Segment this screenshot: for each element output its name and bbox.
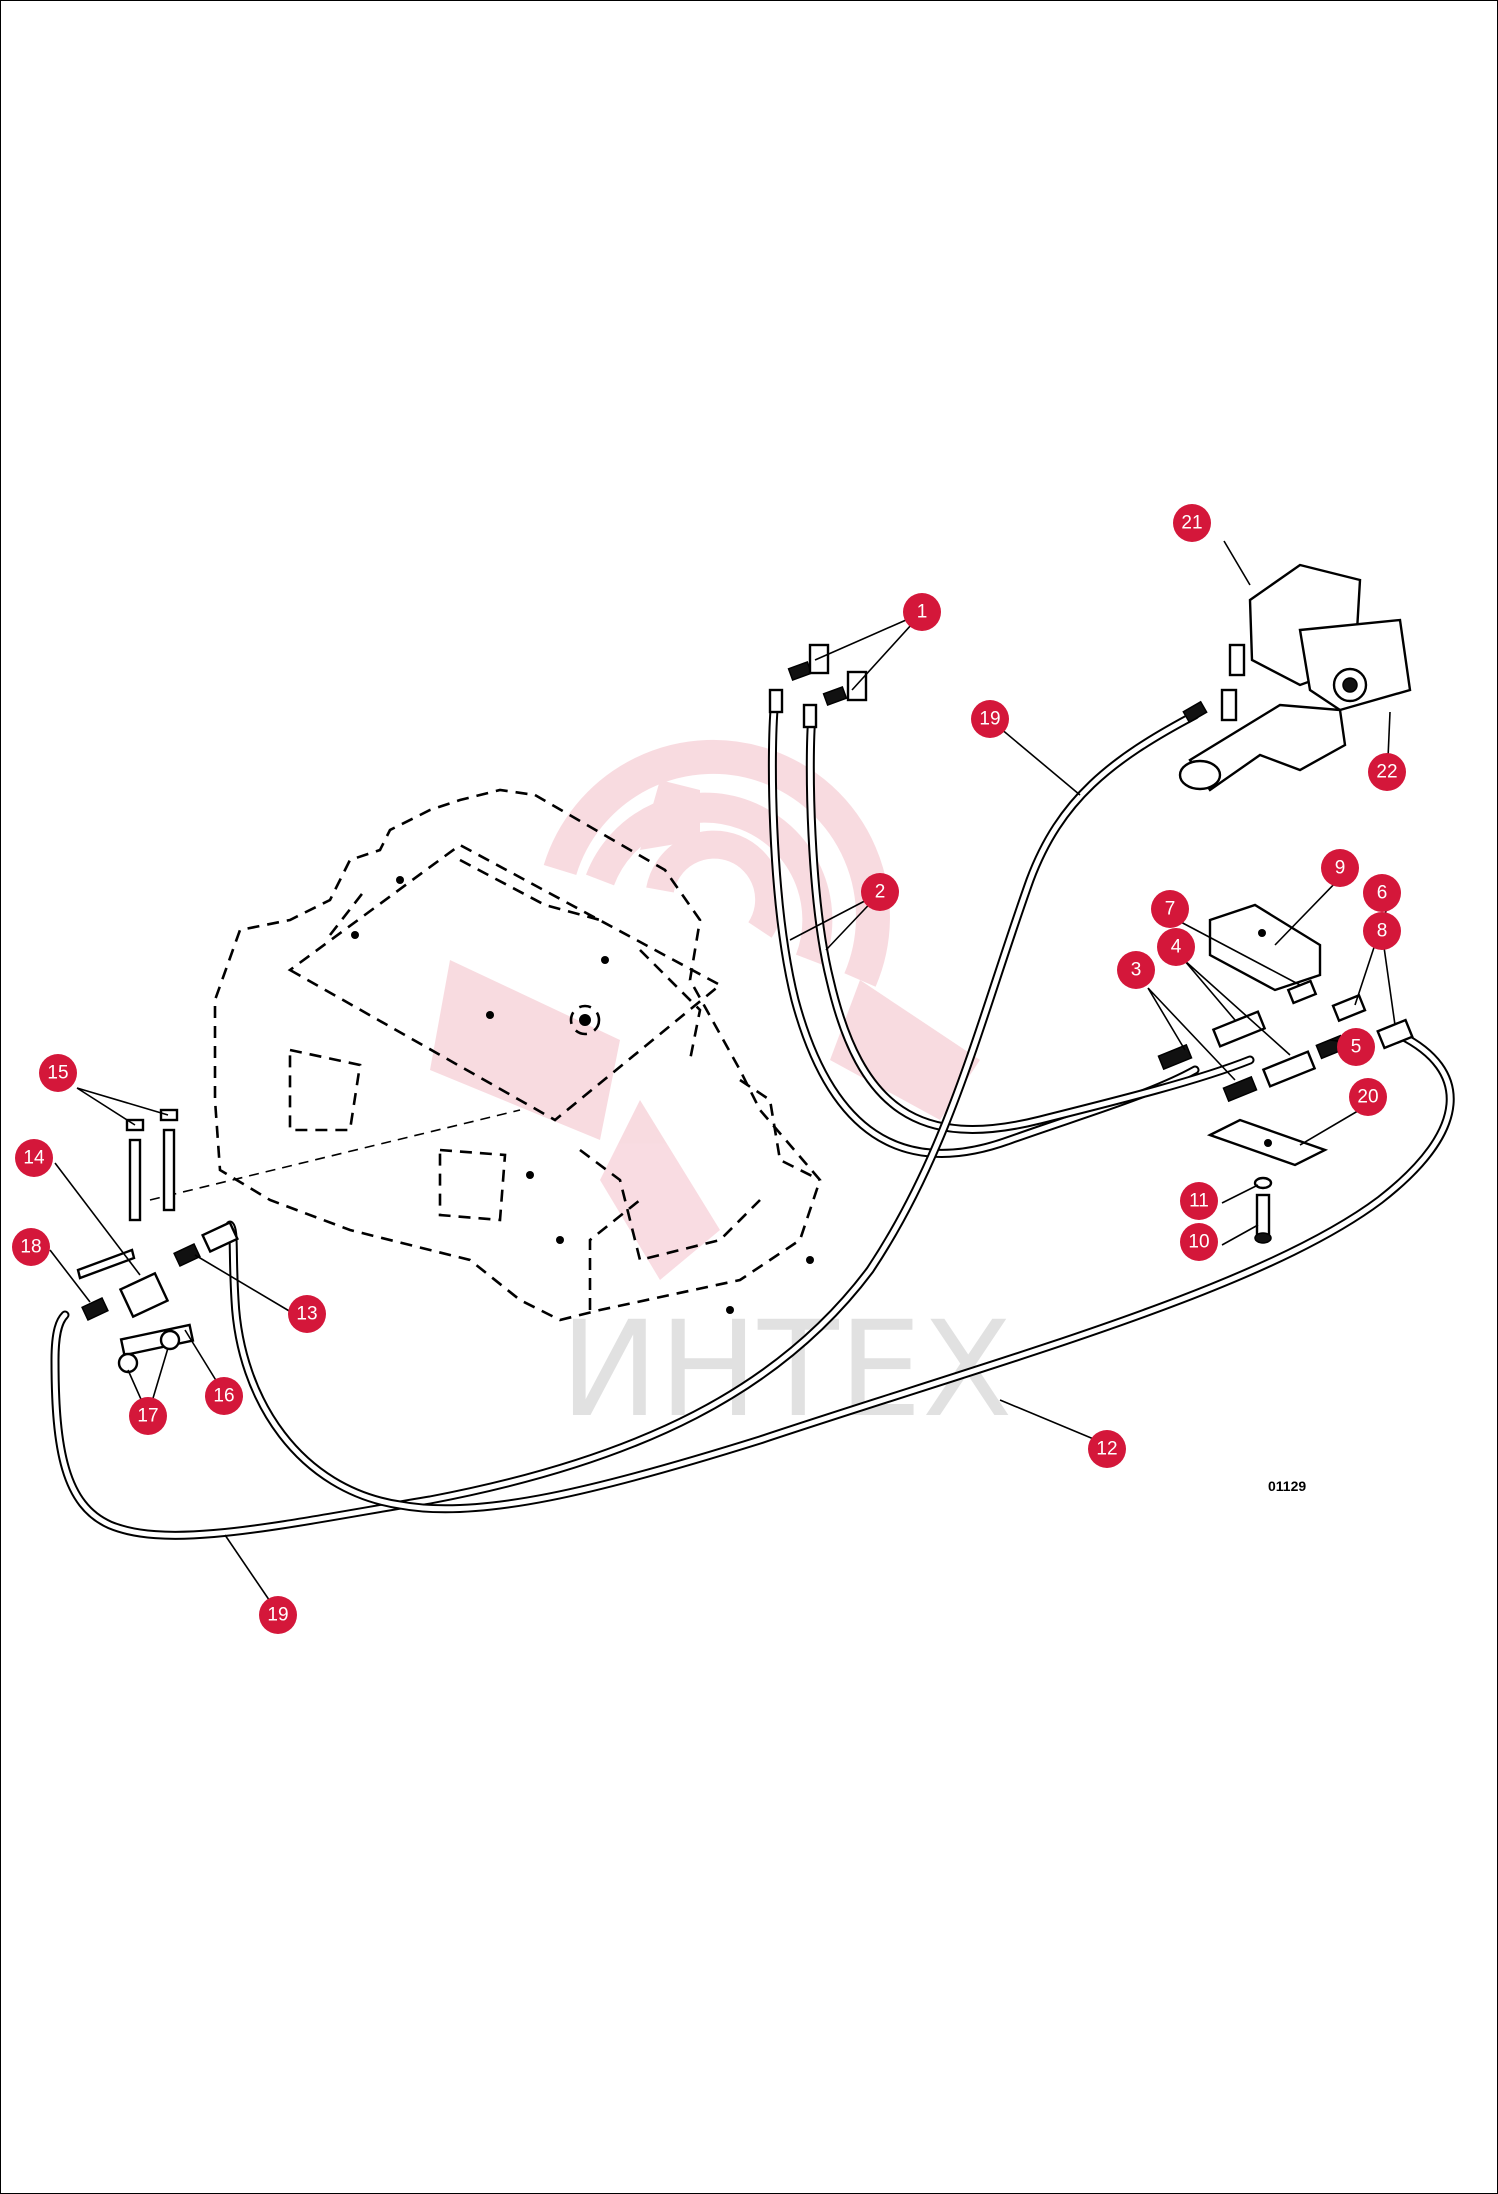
bolt-washer xyxy=(1253,1176,1273,1244)
callout-16: 16 xyxy=(205,1377,243,1415)
callout-13: 13 xyxy=(288,1295,326,1333)
callout-7: 7 xyxy=(1151,890,1189,928)
hose-group xyxy=(50,695,1455,1540)
svg-text:20: 20 xyxy=(1357,1087,1378,1108)
svg-text:18: 18 xyxy=(20,1237,41,1258)
svg-text:15: 15 xyxy=(47,1063,68,1084)
callout-18: 18 xyxy=(12,1228,50,1266)
svg-text:1: 1 xyxy=(917,602,928,623)
callout-4: 4 xyxy=(1157,928,1195,966)
svg-text:19: 19 xyxy=(979,709,1000,730)
pump-assembly xyxy=(1178,563,1412,792)
callout-8: 8 xyxy=(1363,912,1401,950)
valve-assembly xyxy=(76,1108,239,1374)
svg-text:5: 5 xyxy=(1351,1037,1362,1058)
callout-5: 5 xyxy=(1337,1028,1375,1066)
svg-text:9: 9 xyxy=(1335,858,1346,879)
callout-3: 3 xyxy=(1117,951,1155,989)
svg-text:2: 2 xyxy=(875,882,886,903)
svg-text:13: 13 xyxy=(296,1304,317,1325)
top-fittings xyxy=(768,643,868,729)
drawing-code: 01129 xyxy=(1268,1478,1306,1494)
callout-12: 12 xyxy=(1088,1430,1126,1468)
callout-14: 14 xyxy=(15,1139,53,1177)
callout-1: 1 xyxy=(903,593,941,631)
svg-text:11: 11 xyxy=(1189,1191,1209,1212)
svg-text:21: 21 xyxy=(1181,513,1202,534)
svg-text:16: 16 xyxy=(213,1386,234,1407)
callout-2: 2 xyxy=(861,873,899,911)
callout-21: 21 xyxy=(1173,504,1211,542)
svg-text:8: 8 xyxy=(1377,921,1388,942)
callout-10: 10 xyxy=(1180,1223,1218,1261)
svg-text:14: 14 xyxy=(23,1148,45,1169)
svg-text:12: 12 xyxy=(1096,1439,1117,1460)
svg-text:10: 10 xyxy=(1188,1232,1209,1253)
svg-text:17: 17 xyxy=(137,1406,158,1427)
block-part xyxy=(1208,903,1322,992)
callout-11: 11 xyxy=(1180,1182,1218,1220)
svg-text:19: 19 xyxy=(267,1605,288,1626)
watermark-logo xyxy=(430,739,980,1280)
svg-text:6: 6 xyxy=(1377,883,1388,904)
housing-outline xyxy=(213,788,822,1322)
callout-15: 15 xyxy=(39,1054,77,1092)
watermark-text: ИНТЕХ xyxy=(560,1293,1012,1447)
svg-text:3: 3 xyxy=(1131,960,1142,981)
callout-9: 9 xyxy=(1321,849,1359,887)
callout-6: 6 xyxy=(1363,874,1401,912)
svg-text:22: 22 xyxy=(1376,762,1397,783)
callout-22: 22 xyxy=(1368,753,1406,791)
svg-text:4: 4 xyxy=(1171,937,1182,958)
svg-text:7: 7 xyxy=(1165,899,1176,920)
callout-17: 17 xyxy=(129,1397,167,1435)
callout-20: 20 xyxy=(1349,1078,1387,1116)
callout-19-top: 19 xyxy=(971,700,1009,738)
callout-19-bottom: 19 xyxy=(259,1596,297,1634)
